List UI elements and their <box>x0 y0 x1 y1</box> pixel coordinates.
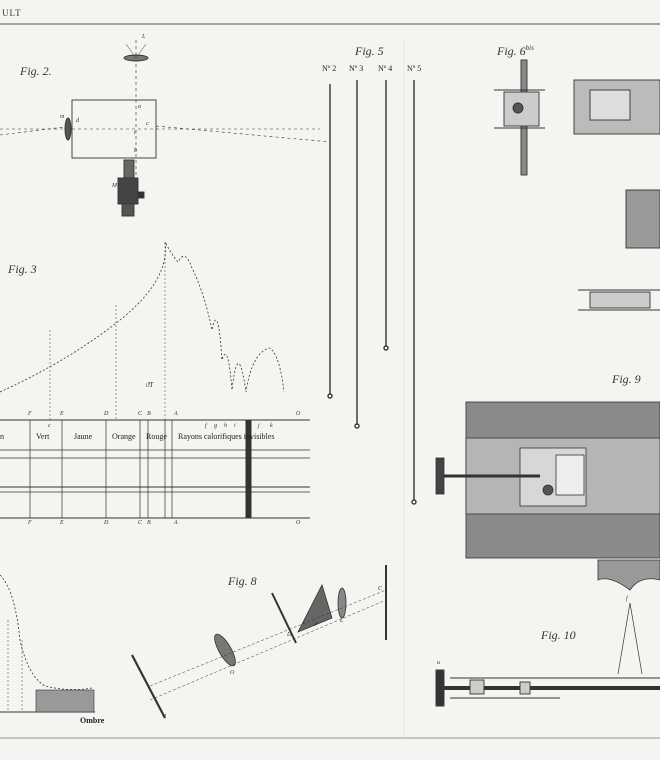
fig10-letter: u <box>437 660 440 666</box>
fig4-drawing <box>0 574 95 713</box>
fig3-drawing <box>0 241 310 519</box>
fig2-letter: L <box>142 34 146 40</box>
fig3-caption: Fig. 3 <box>8 262 37 276</box>
fig3-bottom-letter: E <box>60 520 64 526</box>
fig3-band-label: Rouge <box>146 432 167 441</box>
fig3-top-letter: h <box>224 423 227 429</box>
fig3-top-letter: g <box>214 423 217 429</box>
fig8-caption: Fig. 8 <box>228 574 257 588</box>
fig8-letter: O <box>230 670 235 676</box>
fig6bis-caption: Fig. 6bis <box>497 44 534 59</box>
fig3-bottom-letter: D <box>104 520 109 526</box>
fig3-top-letter: B <box>147 411 151 417</box>
fig8-letter: I <box>164 714 166 720</box>
fig5-tube-label: Nº 2 <box>322 64 337 73</box>
fig3-band-label: n <box>0 432 4 441</box>
fig3-top-letter: F <box>28 411 32 417</box>
fig3-top-letter: c <box>48 423 51 429</box>
fig2-letter: m <box>60 114 65 120</box>
fig3-bottom-letter: B <box>147 520 151 526</box>
fig3-band-label: Vert <box>36 432 50 441</box>
fig9-caption: Fig. 9 <box>612 372 641 386</box>
fig3-top-letter: k <box>270 423 273 429</box>
fig3-top-letter: A <box>174 411 178 417</box>
fig8-letter: C <box>378 586 383 592</box>
fig3-top-letter: j <box>258 423 260 429</box>
fig3-band-label: Jaune <box>74 432 93 441</box>
fig2-letter: M <box>112 183 117 189</box>
fig3-top-letter: C <box>138 411 143 417</box>
fig5-tube-label: Nº 4 <box>378 64 393 73</box>
fig6bis-caption-sup: bis <box>525 44 534 52</box>
fig3-top-letter: D <box>104 411 109 417</box>
fig6bis-drawing <box>494 59 545 176</box>
fig2-drawing <box>0 40 331 217</box>
page-header: ULT <box>2 8 22 18</box>
fig8-letter: D <box>287 632 292 638</box>
fig2-letter: b <box>134 148 137 154</box>
fig3-band-label: Orange <box>112 432 136 441</box>
fig10-letter: f <box>626 596 628 602</box>
fig2-letter: t <box>134 130 136 136</box>
fig8-letter: P <box>314 622 318 628</box>
fig3-band-label: Rayons calorifiques invisibles <box>178 432 275 441</box>
fig9-drawing <box>435 401 660 591</box>
fig10-drawing <box>435 602 660 707</box>
fig5-drawing <box>327 80 417 505</box>
fig2-letter: d <box>76 118 79 124</box>
fig2-letter: c <box>146 121 149 127</box>
fig3-top-letter: i <box>234 423 236 429</box>
fig8-letter: L <box>340 618 344 624</box>
fig5-tube-label: Nº 5 <box>407 64 422 73</box>
fig4-shadow-label: Ombre <box>80 716 105 725</box>
fig5-caption: Fig. 5 <box>355 44 384 58</box>
fig3-bottom-letter: O <box>296 520 301 526</box>
fig3-bottom-letter: C <box>138 520 143 526</box>
fig3-bottom-letter: F <box>28 520 32 526</box>
fig7-drawing <box>573 79 660 311</box>
fig2-letter: a <box>138 104 141 110</box>
fig3-bottom-letter: A <box>174 520 178 526</box>
fig8-drawing <box>131 565 387 719</box>
fig3-top-letter: E <box>60 411 64 417</box>
fig10-caption: Fig. 10 <box>541 628 576 642</box>
fig3-top-letter: f <box>205 423 207 429</box>
fig5-tube-label: Nº 3 <box>349 64 364 73</box>
fig6bis-caption-main: Fig. 6 <box>497 44 526 58</box>
fig2-caption: Fig. 2. <box>20 64 52 78</box>
fig3-top-letter: O <box>296 411 301 417</box>
fig3-marker: ϑT <box>146 381 154 389</box>
